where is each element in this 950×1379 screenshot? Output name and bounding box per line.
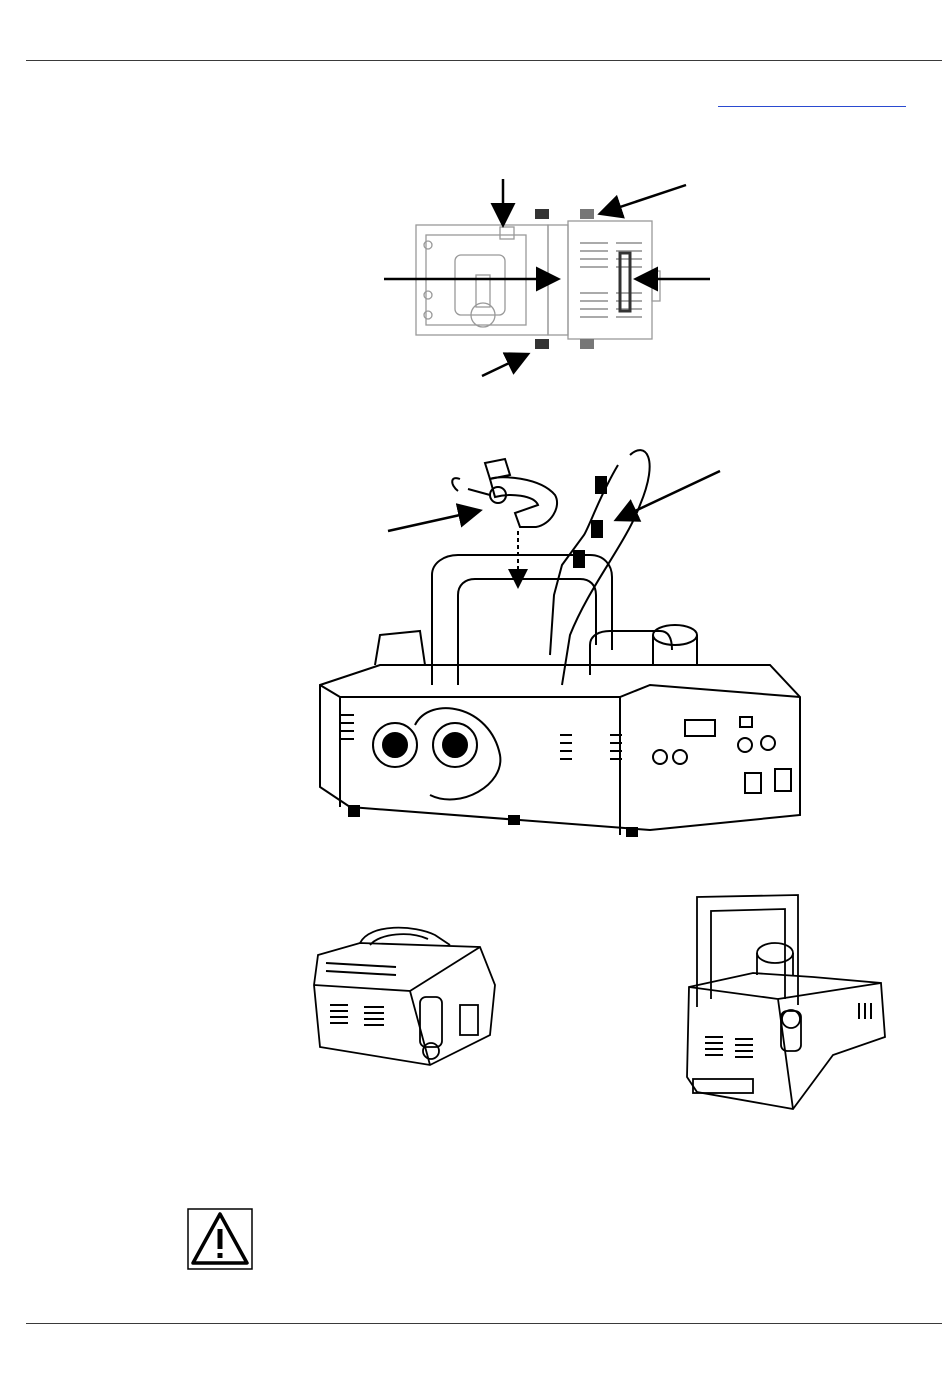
footer-rule — [26, 1323, 942, 1324]
fixture-top-view — [380, 175, 720, 385]
warning-triangle-icon — [187, 1208, 253, 1270]
header-rule — [26, 60, 942, 61]
hyperlink-underline[interactable] — [718, 106, 906, 107]
fixture-floor-position — [300, 915, 500, 1080]
fixture-upright-position — [683, 887, 888, 1112]
clamp-and-safety-cable-mounting — [300, 435, 820, 845]
